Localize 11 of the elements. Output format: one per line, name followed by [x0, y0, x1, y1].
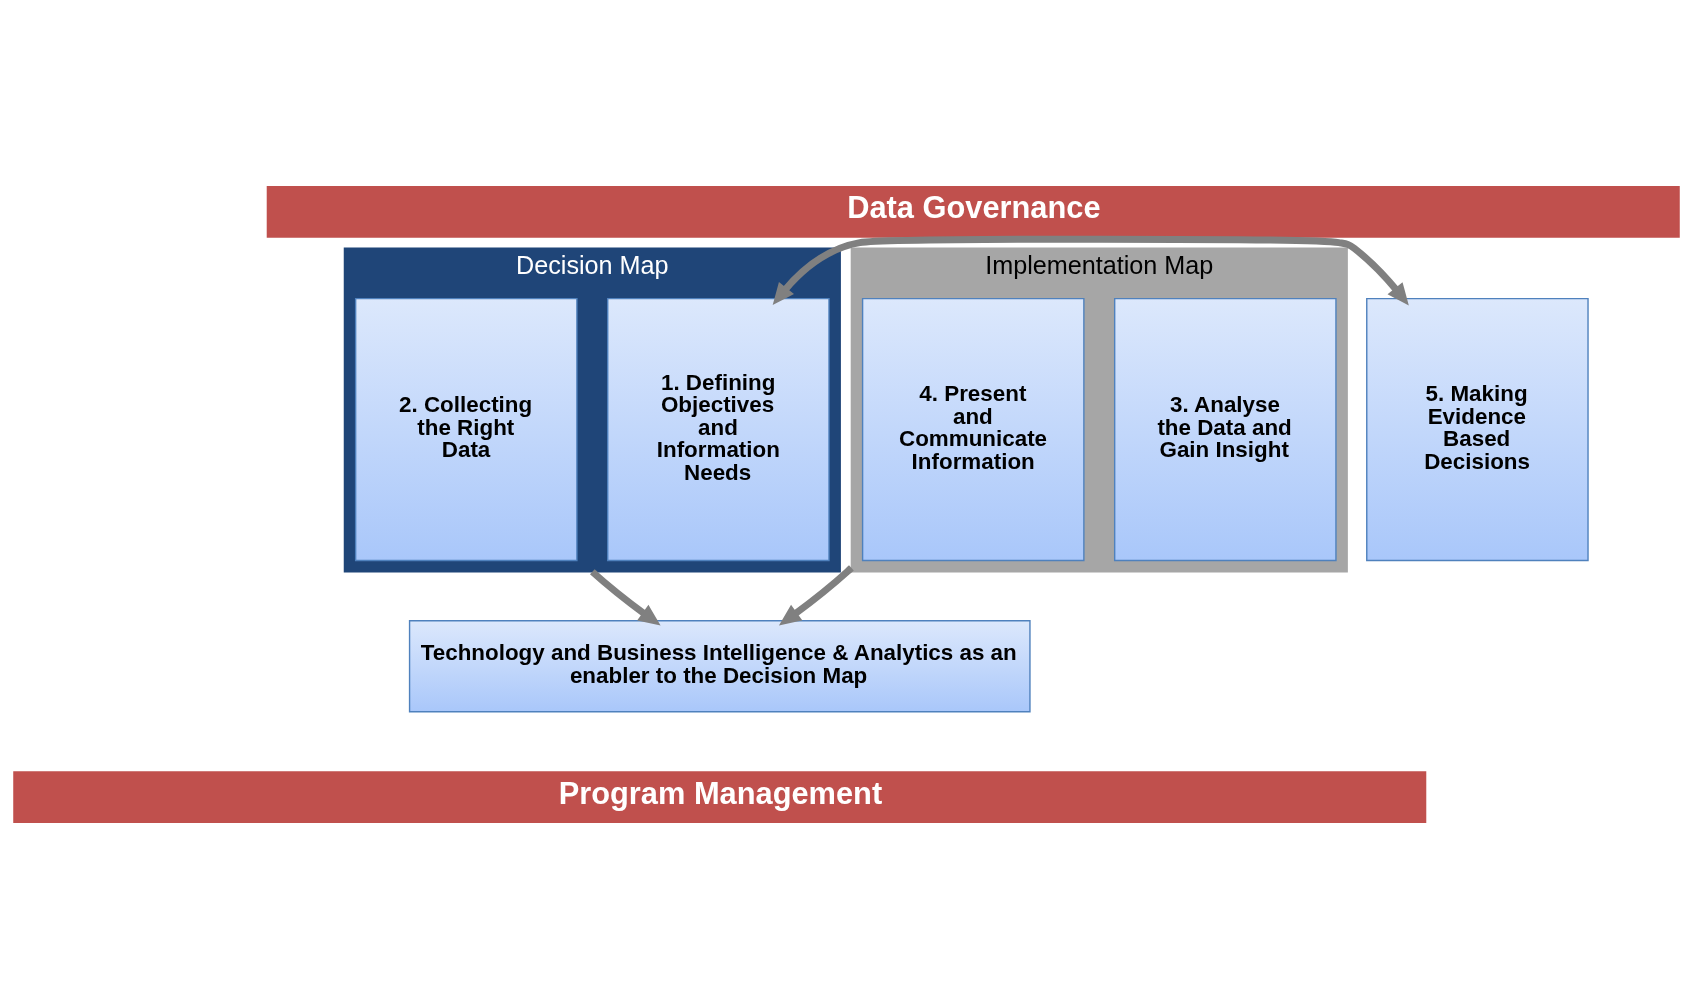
arrow	[590, 568, 661, 626]
node-box: 5. Making Evidence Based Decisions	[1366, 297, 1589, 561]
node-box: 1. Defining Objectives and Information Needs	[607, 297, 830, 561]
node-box: Program Management	[13, 770, 1427, 823]
node-box: Data Governance	[266, 185, 1680, 238]
arrow	[778, 564, 854, 626]
node-box: 3. Analyse the Data and Gain Insight	[1114, 297, 1337, 561]
node-box: Technology and Business Intelligence & Analytics as an enabler to the Decision Map	[408, 619, 1031, 712]
node-box: 2. Collecting the Right Data	[354, 297, 578, 561]
node-box: 4. Present and Communicate Information	[861, 297, 1085, 561]
arrow	[772, 235, 1409, 305]
